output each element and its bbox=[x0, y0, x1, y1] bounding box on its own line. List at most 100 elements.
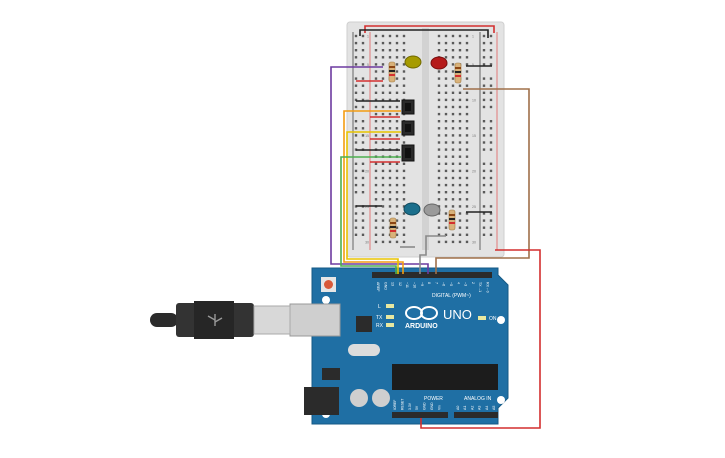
breadboard-hole[interactable] bbox=[388, 205, 392, 208]
breadboard-hole[interactable] bbox=[388, 162, 392, 165]
rail-hole[interactable] bbox=[489, 226, 493, 229]
breadboard-hole[interactable] bbox=[458, 98, 462, 102]
breadboard-hole[interactable] bbox=[395, 169, 399, 173]
breadboard-hole[interactable] bbox=[437, 112, 441, 116]
rail-hole[interactable] bbox=[489, 169, 493, 173]
rail-hole[interactable] bbox=[354, 212, 358, 215]
breadboard-hole[interactable] bbox=[444, 191, 448, 194]
breadboard-hole[interactable] bbox=[458, 56, 462, 59]
rail-hole[interactable] bbox=[354, 219, 358, 222]
rail-hole[interactable] bbox=[361, 183, 365, 187]
breadboard-hole[interactable] bbox=[374, 240, 378, 244]
breadboard-hole[interactable] bbox=[451, 84, 455, 87]
breadboard-hole[interactable] bbox=[437, 183, 441, 187]
breadboard-hole[interactable] bbox=[395, 162, 399, 165]
rail-hole[interactable] bbox=[482, 169, 486, 173]
breadboard-hole[interactable] bbox=[437, 226, 441, 229]
breadboard-hole[interactable] bbox=[444, 98, 448, 102]
rail-hole[interactable] bbox=[354, 183, 358, 187]
breadboard-hole[interactable] bbox=[444, 162, 448, 165]
breadboard-hole[interactable] bbox=[465, 56, 469, 59]
breadboard-hole[interactable] bbox=[395, 105, 399, 109]
rail-hole[interactable] bbox=[489, 120, 493, 123]
breadboard-hole[interactable] bbox=[381, 49, 385, 52]
breadboard-hole[interactable] bbox=[395, 198, 399, 201]
breadboard-hole[interactable] bbox=[395, 77, 399, 80]
breadboard-hole[interactable] bbox=[374, 191, 378, 194]
breadboard-hole[interactable] bbox=[395, 70, 399, 73]
rail-hole[interactable] bbox=[354, 176, 358, 180]
breadboard-hole[interactable] bbox=[451, 198, 455, 201]
breadboard-hole[interactable] bbox=[465, 212, 469, 215]
breadboard-hole[interactable] bbox=[444, 141, 448, 144]
breadboard-hole[interactable] bbox=[458, 41, 462, 45]
usb-port[interactable] bbox=[289, 303, 341, 337]
breadboard-hole[interactable] bbox=[465, 49, 469, 52]
breadboard-hole[interactable] bbox=[381, 198, 385, 201]
breadboard-hole[interactable] bbox=[444, 56, 448, 59]
rail-hole[interactable] bbox=[489, 127, 493, 130]
rail-hole[interactable] bbox=[361, 105, 365, 109]
breadboard-hole[interactable] bbox=[458, 155, 462, 158]
breadboard-hole[interactable] bbox=[451, 155, 455, 158]
rail-hole[interactable] bbox=[354, 127, 358, 130]
breadboard-hole[interactable] bbox=[395, 205, 399, 208]
breadboard-hole[interactable] bbox=[437, 155, 441, 158]
rail-hole[interactable] bbox=[482, 162, 486, 165]
breadboard-hole[interactable] bbox=[381, 91, 385, 94]
breadboard-hole[interactable] bbox=[444, 198, 448, 201]
breadboard-holes[interactable] bbox=[354, 34, 493, 244]
rail-hole[interactable] bbox=[354, 233, 358, 236]
breadboard-hole[interactable] bbox=[437, 219, 441, 222]
breadboard-hole[interactable] bbox=[395, 176, 399, 180]
breadboard-hole[interactable] bbox=[395, 226, 399, 229]
push-button-2[interactable] bbox=[401, 120, 415, 136]
rail-hole[interactable] bbox=[482, 91, 486, 94]
breadboard-hole[interactable] bbox=[388, 120, 392, 123]
breadboard-hole[interactable] bbox=[444, 70, 448, 73]
breadboard-hole[interactable] bbox=[374, 127, 378, 130]
breadboard-hole[interactable] bbox=[374, 91, 378, 94]
wire-red-power[interactable] bbox=[420, 249, 541, 429]
components[interactable] bbox=[388, 55, 462, 239]
rail-hole[interactable] bbox=[354, 169, 358, 173]
breadboard-hole[interactable] bbox=[451, 98, 455, 102]
breadboard-hole[interactable] bbox=[374, 141, 378, 144]
breadboard-hole[interactable] bbox=[374, 84, 378, 87]
breadboard-hole[interactable] bbox=[388, 183, 392, 187]
breadboard-hole[interactable] bbox=[458, 169, 462, 173]
breadboard-hole[interactable] bbox=[388, 49, 392, 52]
breadboard-hole[interactable] bbox=[444, 77, 448, 80]
rail-hole[interactable] bbox=[489, 105, 493, 109]
wires[interactable] bbox=[330, 25, 541, 429]
breadboard-hole[interactable] bbox=[381, 212, 385, 215]
breadboard-hole[interactable] bbox=[451, 183, 455, 187]
resistor-2[interactable] bbox=[454, 62, 462, 84]
breadboard-hole[interactable] bbox=[465, 84, 469, 87]
rail-hole[interactable] bbox=[361, 219, 365, 222]
breadboard-hole[interactable] bbox=[465, 141, 469, 144]
usb-cable[interactable] bbox=[150, 301, 291, 339]
rail-hole[interactable] bbox=[361, 191, 365, 194]
rail-hole[interactable] bbox=[361, 226, 365, 229]
rail-hole[interactable] bbox=[489, 77, 493, 80]
wire-yellow[interactable] bbox=[346, 131, 401, 274]
breadboard-hole[interactable] bbox=[458, 127, 462, 130]
rail-hole[interactable] bbox=[482, 120, 486, 123]
breadboard-hole[interactable] bbox=[374, 134, 378, 137]
breadboard-hole[interactable] bbox=[437, 34, 441, 38]
breadboard-hole[interactable] bbox=[458, 49, 462, 52]
breadboard-hole[interactable] bbox=[465, 63, 469, 66]
breadboard-hole[interactable] bbox=[458, 198, 462, 201]
breadboard-hole[interactable] bbox=[381, 176, 385, 180]
breadboard-hole[interactable] bbox=[374, 112, 378, 116]
breadboard-hole[interactable] bbox=[437, 134, 441, 137]
breadboard-hole[interactable] bbox=[458, 148, 462, 151]
analog-header[interactable] bbox=[454, 412, 498, 418]
rail-hole[interactable] bbox=[482, 56, 486, 59]
breadboard-hole[interactable] bbox=[395, 240, 399, 244]
breadboard-hole[interactable] bbox=[458, 226, 462, 229]
rail-hole[interactable] bbox=[482, 134, 486, 137]
breadboard-hole[interactable] bbox=[437, 105, 441, 109]
breadboard-hole[interactable] bbox=[395, 127, 399, 130]
